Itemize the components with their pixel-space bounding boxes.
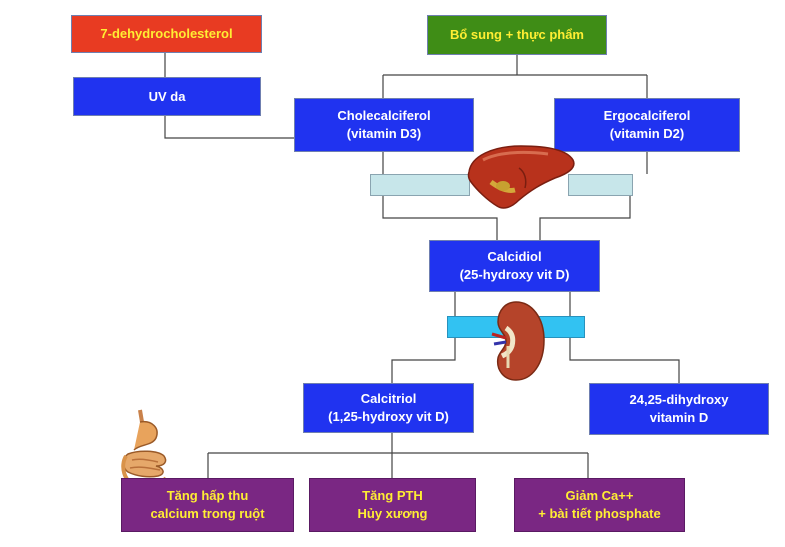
node-label-line1: Cholecalciferol bbox=[337, 108, 431, 123]
node-label-line2: Hủy xương bbox=[357, 506, 428, 521]
node-label-line1: Calcidiol bbox=[487, 249, 542, 264]
node-label-line2: (vitamin D3) bbox=[346, 126, 422, 141]
node-label-line1: Tăng PTH bbox=[362, 488, 423, 503]
node-uv-skin: UV da bbox=[73, 77, 261, 116]
node-label-line2: (vitamin D2) bbox=[609, 126, 685, 141]
node-label-line1: 24,25-dihydroxy bbox=[629, 392, 729, 407]
node-7-dehydrocholesterol: 7-dehydrocholesterol bbox=[71, 15, 262, 53]
liver-bar-left bbox=[370, 174, 470, 196]
node-label-line2: (1,25-hydroxy vit D) bbox=[328, 409, 449, 424]
node-label: UV da bbox=[148, 88, 186, 104]
node-label: 7-dehydrocholesterol bbox=[100, 26, 233, 41]
kidney-icon bbox=[491, 301, 545, 381]
node-label-line1: Tăng hấp thu bbox=[166, 488, 249, 503]
node-label-line1: Calcitriol bbox=[360, 391, 417, 406]
node-label-line2: calcium trong ruột bbox=[150, 506, 265, 521]
node-label-line2: (25-hydroxy vit D) bbox=[459, 267, 570, 282]
node-label-line1: Ergocalciferol bbox=[603, 108, 691, 123]
node-effect-calcium-phosphate: Giảm Ca++ + bài tiết phosphate bbox=[514, 478, 685, 532]
liver-bar-right bbox=[568, 174, 633, 196]
node-cholecalciferol: Cholecalciferol (vitamin D3) bbox=[294, 98, 474, 152]
node-effect-pth-bone: Tăng PTH Hủy xương bbox=[309, 478, 476, 532]
liver-icon bbox=[467, 145, 575, 209]
node-label-line1: Giảm Ca++ bbox=[565, 488, 634, 503]
node-supplement-food: Bổ sung + thực phẩm bbox=[427, 15, 607, 55]
node-label-line2: + bài tiết phosphate bbox=[538, 506, 661, 521]
node-calcidiol: Calcidiol (25-hydroxy vit D) bbox=[429, 240, 600, 292]
node-effect-intestinal-calcium: Tăng hấp thu calcium trong ruột bbox=[121, 478, 294, 532]
node-calcitriol: Calcitriol (1,25-hydroxy vit D) bbox=[303, 383, 474, 433]
node-label-line2: vitamin D bbox=[649, 410, 709, 425]
node-ergocalciferol: Ergocalciferol (vitamin D2) bbox=[554, 98, 740, 152]
node-24-25-dihydroxy: 24,25-dihydroxy vitamin D bbox=[589, 383, 769, 435]
node-label: Bổ sung + thực phẩm bbox=[449, 27, 584, 42]
